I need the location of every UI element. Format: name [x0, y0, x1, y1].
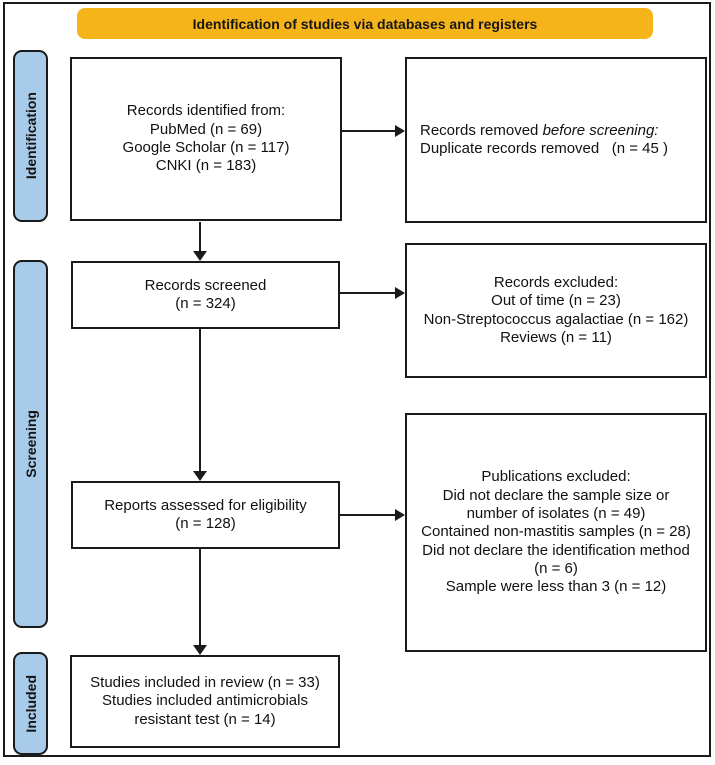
- box-records-screened: Records screened (n = 324): [71, 261, 340, 329]
- box-line: Google Scholar (n = 117): [122, 139, 290, 156]
- outer-border: [3, 2, 711, 757]
- arrow-reports-assessed-down-head: [193, 645, 207, 655]
- box-records-excluded: Records excluded: Out of time (n = 23) N…: [405, 243, 707, 378]
- arrow-records-identified-down-head: [193, 251, 207, 261]
- box-line: Reports assessed for eligibility: [104, 496, 307, 514]
- box-line: Contained non-mastitis samples (n = 28): [421, 523, 691, 541]
- stage-tab-identification-label: Identification: [22, 92, 39, 180]
- stage-tab-included: Included: [13, 652, 48, 755]
- box-line: Duplicate records removed (n = 45 ): [420, 140, 669, 157]
- box-line: Studies included antimicrobials resistan…: [102, 692, 308, 728]
- stage-tab-screening: Screening: [13, 260, 48, 628]
- box-line: Records removed before screening:: [420, 122, 699, 140]
- stage-tab-identification: Identification: [13, 50, 48, 222]
- box-line: CNKI (n = 183): [155, 157, 257, 175]
- arrow-records-screened-right-line: [340, 292, 396, 294]
- arrow-records-identified-right-head: [395, 125, 405, 137]
- arrow-reports-assessed-down-line: [199, 549, 201, 646]
- box-line: Publications excluded:: [481, 468, 631, 486]
- box-line: Records screened: [144, 276, 267, 294]
- box-line: Reviews (n = 11): [500, 328, 612, 346]
- arrow-reports-assessed-right-line: [340, 514, 396, 516]
- arrow-records-identified-right-line: [342, 130, 396, 132]
- box-line-text: Records removed: [420, 121, 543, 139]
- stage-tab-screening-label: Screening: [22, 410, 39, 478]
- box-line: Studies included in review (n = 33): [90, 674, 320, 692]
- box-line: (n = 324): [175, 295, 236, 312]
- box-records-removed: Records removed before screening: Duplic…: [405, 57, 707, 223]
- box-line-italic-text: before screening:: [542, 121, 659, 139]
- box-studies-included: Studies included in review (n = 33) Stud…: [70, 655, 340, 748]
- arrow-records-screened-right-head: [395, 287, 405, 299]
- box-publications-excluded: Publications excluded: Did not declare t…: [405, 413, 707, 652]
- box-line: Records excluded:: [493, 273, 619, 291]
- banner-title-label: Identification of studies via databases …: [192, 15, 538, 32]
- arrow-reports-assessed-right-head: [395, 509, 405, 521]
- arrow-records-screened-down-head: [193, 471, 207, 481]
- banner-title: Identification of studies via databases …: [77, 8, 653, 39]
- box-line: Did not declare the identification metho…: [422, 541, 690, 577]
- box-line: Sample were less than 3 (n = 12): [445, 578, 667, 596]
- stage-tab-included-label: Included: [22, 674, 39, 733]
- box-line: (n = 128): [175, 515, 236, 532]
- box-line: PubMed (n = 69): [149, 120, 263, 138]
- box-line: Out of time (n = 23): [491, 292, 621, 310]
- arrow-records-identified-down-line: [199, 222, 201, 252]
- box-line: Records identified from:: [126, 102, 286, 120]
- box-line: Non-Streptococcus agalactiae (n = 162): [423, 310, 689, 328]
- box-line: Did not declare the sample size or numbe…: [442, 486, 670, 523]
- box-records-identified: Records identified from: PubMed (n = 69)…: [70, 57, 342, 221]
- box-reports-assessed: Reports assessed for eligibility (n = 12…: [71, 481, 340, 549]
- arrow-records-screened-down-line: [199, 329, 201, 472]
